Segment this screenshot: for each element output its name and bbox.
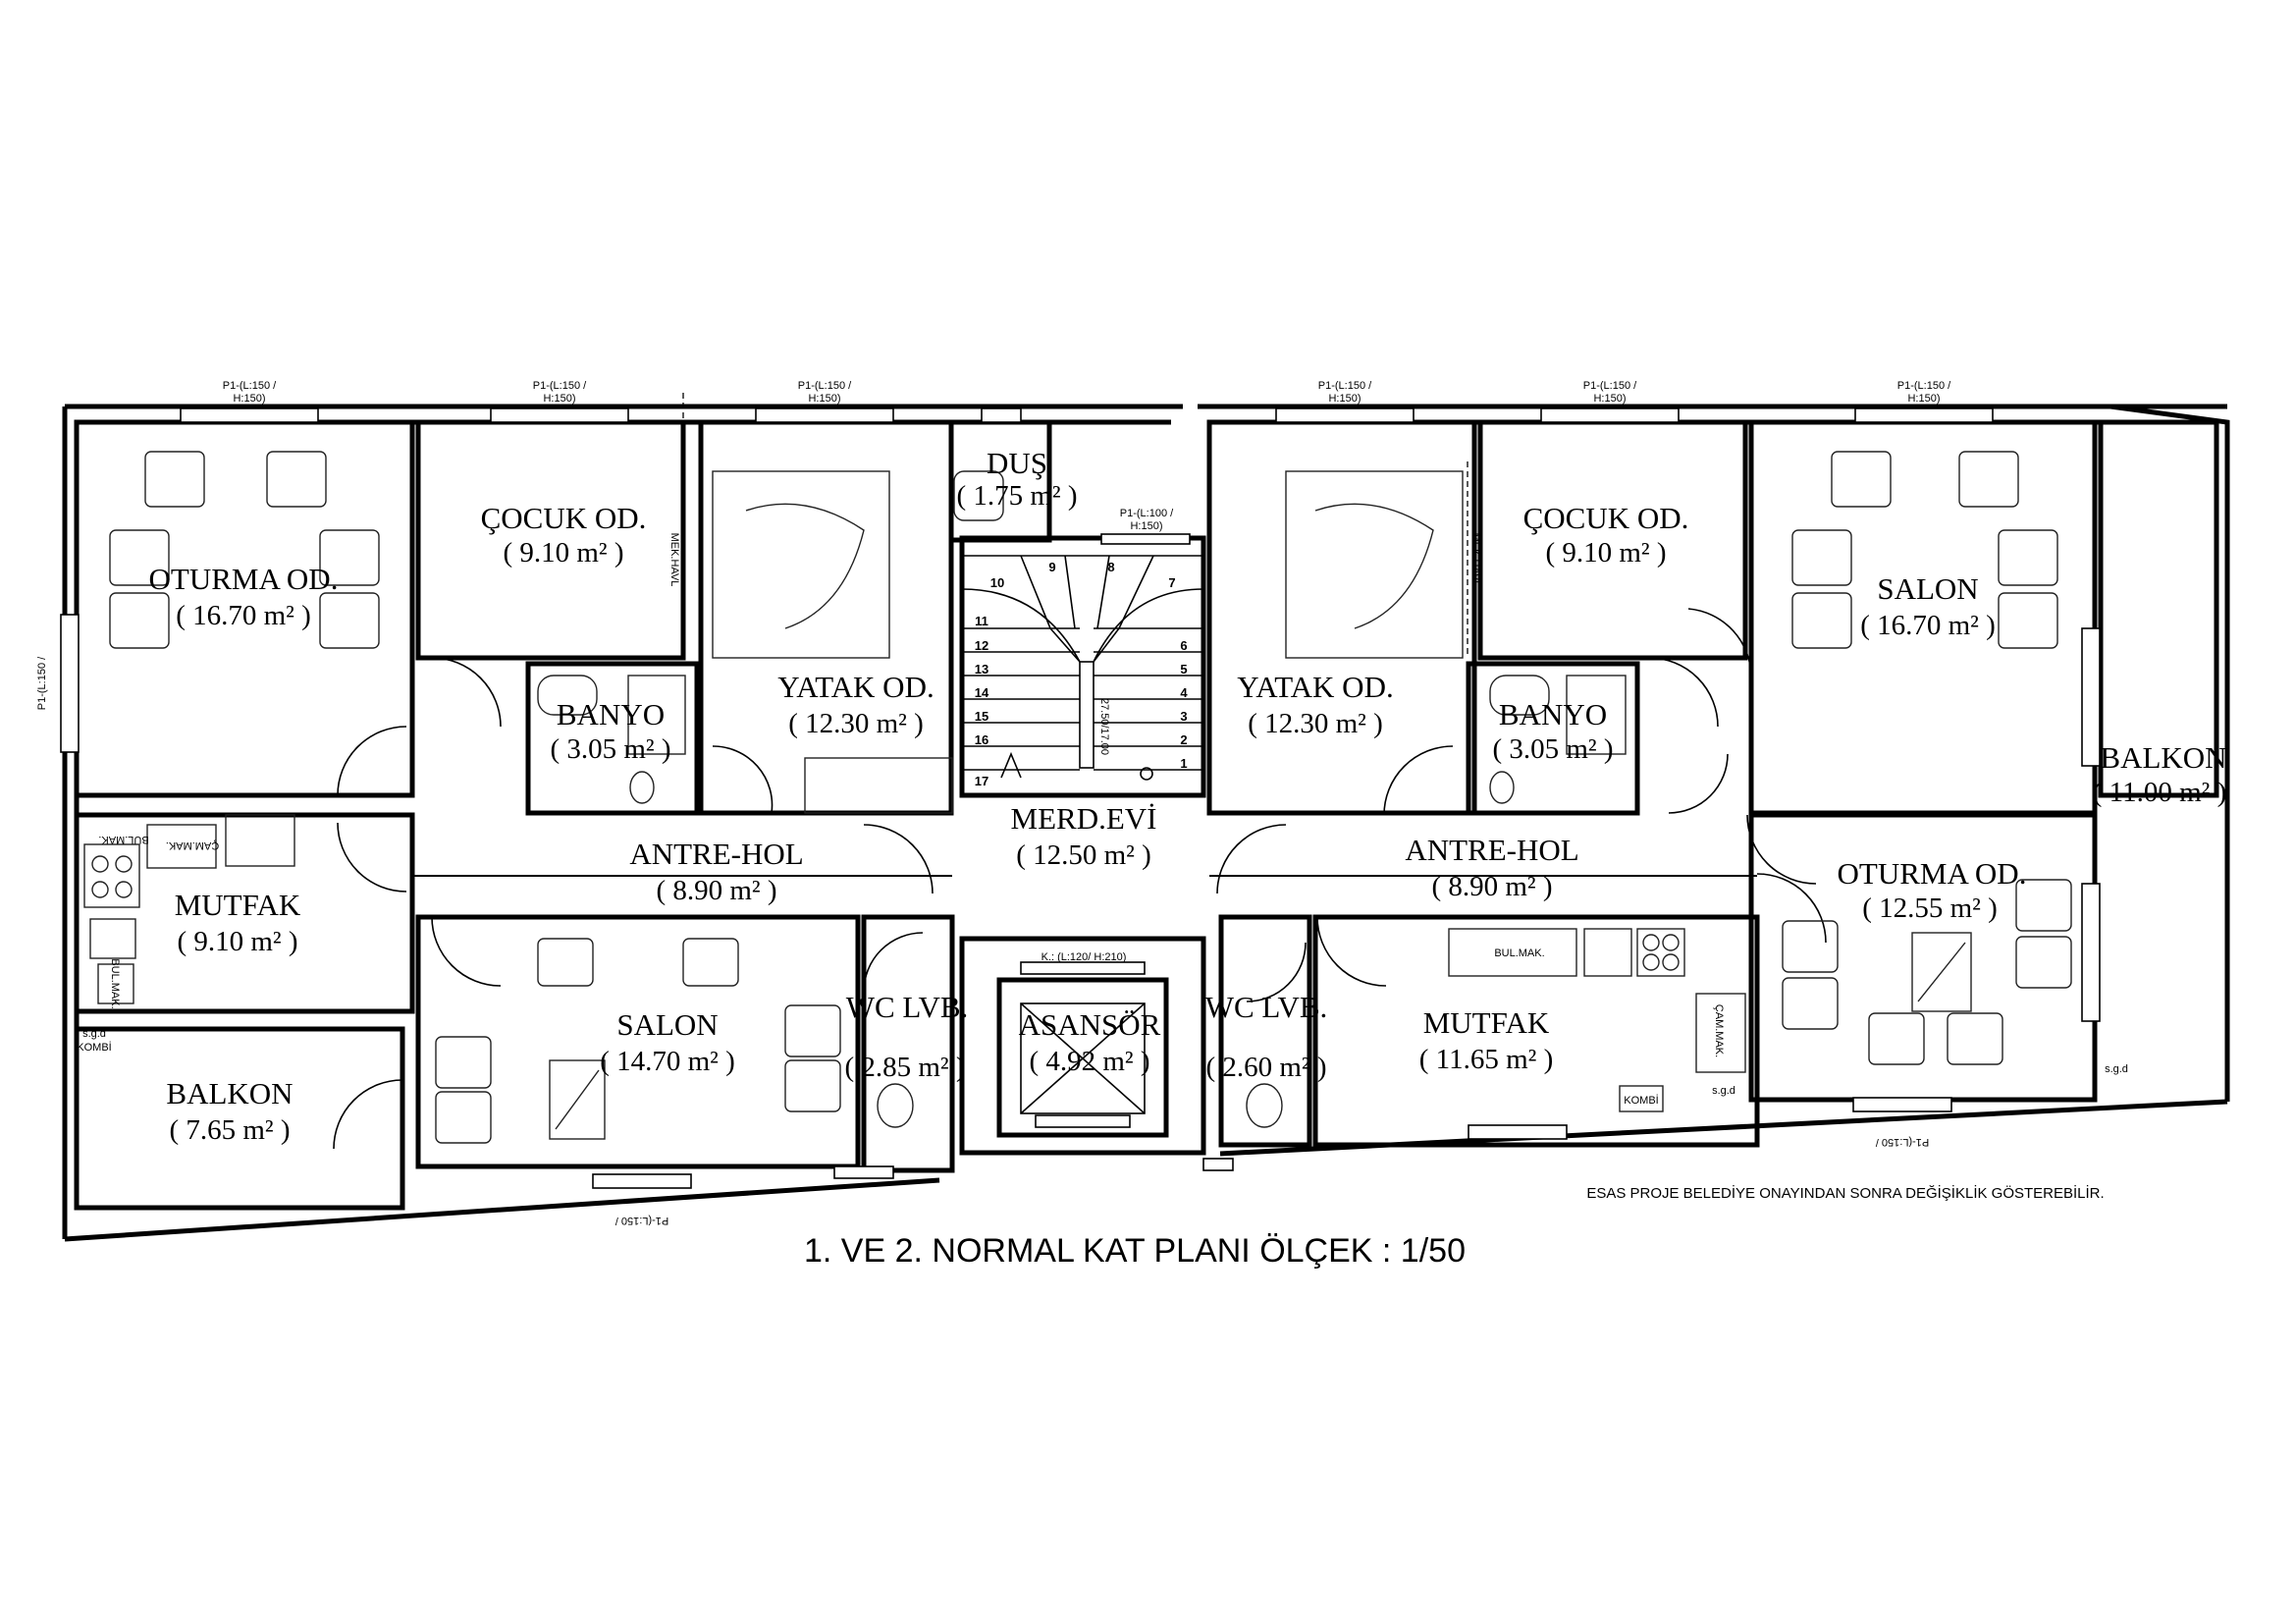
room-area-cocuk-right: ( 9.10 m² )	[1545, 537, 1666, 568]
fridge-label: BUL.MAK.	[109, 958, 121, 1008]
room-area-asansor: ( 4.92 m² )	[1029, 1046, 1149, 1077]
step-number: 17	[975, 774, 988, 788]
washer-label: ÇAM.MAK.	[1713, 1004, 1725, 1057]
room-name-yatak-left: YATAK OD.	[777, 670, 934, 704]
room-area-mutfak-right: ( 11.65 m² )	[1419, 1044, 1554, 1075]
window-label: P1-(L:150 /	[614, 1215, 668, 1226]
combi-label: KOMBİ	[1624, 1094, 1658, 1107]
room-name-antre-left: ANTRE-HOL	[629, 837, 803, 871]
room-area-balkon-left: ( 7.65 m² )	[169, 1114, 290, 1146]
room-area-oturma-left: ( 16.70 m² )	[176, 600, 311, 631]
furniture-left	[83, 451, 1004, 1144]
room-area-yatak-left: ( 12.30 m² )	[788, 708, 924, 739]
window-label: P1-(L:100 /	[1120, 508, 1174, 519]
room-name-oturma-right: OTURMA OD.	[1838, 856, 2027, 891]
room-name-antre-right: ANTRE-HOL	[1405, 833, 1578, 867]
step-number: 8	[1107, 560, 1114, 574]
step-number: 10	[990, 575, 1004, 590]
room-name-salon-left: SALON	[616, 1007, 718, 1042]
window-label: P1-(L:150 /	[223, 380, 277, 392]
room-area-salon-right: ( 16.70 m² )	[1860, 610, 1996, 641]
doors	[333, 608, 1827, 1150]
window-label: P1-(L:150 /	[1897, 380, 1951, 392]
room-area-wc-left: ( 2.85 m² )	[844, 1052, 965, 1083]
room-name-mutfak-left: MUTFAK	[175, 888, 301, 922]
step-number: 14	[975, 685, 989, 700]
fridge-label: BUL.MAK.	[1494, 947, 1544, 959]
room-name-banyo-right: BANYO	[1499, 697, 1607, 731]
stair-dimension: 27.50/17.00	[1098, 698, 1110, 755]
room-area-oturma-right: ( 12.55 m² )	[1862, 893, 1998, 924]
elevator-door-label: K.: (L:120/ H:210)	[1041, 951, 1127, 963]
window-label: P1-(L:150 /	[798, 380, 852, 392]
room-area-antre-right: ( 8.90 m² )	[1431, 871, 1552, 902]
step-number: 12	[975, 638, 988, 653]
step-number: 13	[975, 662, 988, 677]
fridge-label: BUL.MAK.	[98, 834, 148, 845]
right-interior-walls	[1206, 419, 2219, 1148]
window-label: H:150)	[1907, 393, 1940, 405]
room-name-banyo-left: BANYO	[557, 697, 665, 731]
disclaimer-note: ESAS PROJE BELEDİYE ONAYINDAN SONRA DEĞİ…	[1586, 1184, 2104, 1202]
room-name-salon-right: SALON	[1877, 571, 1978, 606]
step-number: 1	[1180, 756, 1187, 771]
window-label: H:150)	[1593, 393, 1626, 405]
step-number: 16	[975, 732, 988, 747]
room-name-yatak-right: YATAK OD.	[1237, 670, 1393, 704]
combi-label: KOMBİ	[77, 1041, 111, 1054]
step-number: 2	[1180, 732, 1187, 747]
window-label: P1-(L:150 /	[1583, 380, 1637, 392]
room-area-banyo-right: ( 3.05 m² )	[1492, 733, 1613, 765]
furniture-right	[682, 393, 2072, 1128]
window-label: H:150)	[1130, 520, 1162, 532]
room-name-cocuk-right: ÇOCUK OD.	[1523, 501, 1689, 535]
duct-label: MEK.HAVL	[1469, 533, 1481, 587]
windows	[60, 407, 2101, 1189]
room-name-cocuk-left: ÇOCUK OD.	[481, 501, 647, 535]
room-area-yatak-right: ( 12.30 m² )	[1248, 708, 1383, 739]
room-area-salon-left: ( 14.70 m² )	[600, 1046, 735, 1077]
gas-label: s.g.d	[2105, 1063, 2128, 1075]
washer-label: ÇAM.MAK.	[166, 839, 219, 851]
step-number: 9	[1048, 560, 1055, 574]
window-label: P1-(L:150 /	[1875, 1136, 1929, 1148]
duct-label: MEK.HAVL	[668, 533, 680, 587]
room-name-balkon-left: BALKON	[166, 1076, 293, 1110]
window-label: H:150)	[1328, 393, 1361, 405]
step-number: 5	[1180, 662, 1187, 677]
gas-label: s.g.d	[82, 1028, 106, 1040]
room-name-oturma-left: OTURMA OD.	[149, 562, 339, 596]
room-area-cocuk-left: ( 9.10 m² )	[503, 537, 623, 568]
room-area-wc-right: ( 2.60 m² )	[1205, 1052, 1326, 1083]
room-name-dus: DUŞ	[987, 446, 1047, 480]
room-area-dus: ( 1.75 m² )	[956, 480, 1077, 512]
room-area-mutfak-left: ( 9.10 m² )	[177, 926, 297, 957]
window-label: H:150)	[233, 393, 265, 405]
step-number: 7	[1168, 575, 1175, 590]
room-area-merdiven: ( 12.50 m² )	[1016, 839, 1151, 871]
step-number: 3	[1180, 709, 1187, 724]
gas-label: s.g.d	[1712, 1085, 1735, 1097]
window-label: H:150)	[808, 393, 840, 405]
window-label: P1-(L:150 /	[1318, 380, 1372, 392]
window-label: P1-(L:150 /	[36, 656, 48, 710]
room-name-wc-left: WC LVB.	[846, 990, 969, 1024]
room-name-wc-right: WC LVB.	[1205, 990, 1328, 1024]
room-name-merdiven: MERD.EVİ	[1011, 801, 1157, 836]
room-area-balkon-right: ( 11.00 m² )	[2093, 777, 2227, 808]
room-name-balkon-right: BALKON	[2100, 740, 2226, 775]
window-label: H:150)	[543, 393, 575, 405]
step-number: 6	[1180, 638, 1187, 653]
stair-core	[959, 535, 1206, 1156]
window-label: P1-(L:150 /	[533, 380, 587, 392]
step-number: 11	[975, 614, 988, 628]
room-area-antre-left: ( 8.90 m² )	[656, 875, 776, 906]
room-name-asansor: ASANSÖR	[1019, 1007, 1161, 1042]
step-number: 15	[975, 709, 988, 724]
drawing-title: 1. VE 2. NORMAL KAT PLANI ÖLÇEK : 1/50	[804, 1232, 1466, 1270]
step-number: 4	[1180, 685, 1188, 700]
room-area-banyo-left: ( 3.05 m² )	[550, 733, 670, 765]
room-name-mutfak-right: MUTFAK	[1423, 1005, 1550, 1040]
